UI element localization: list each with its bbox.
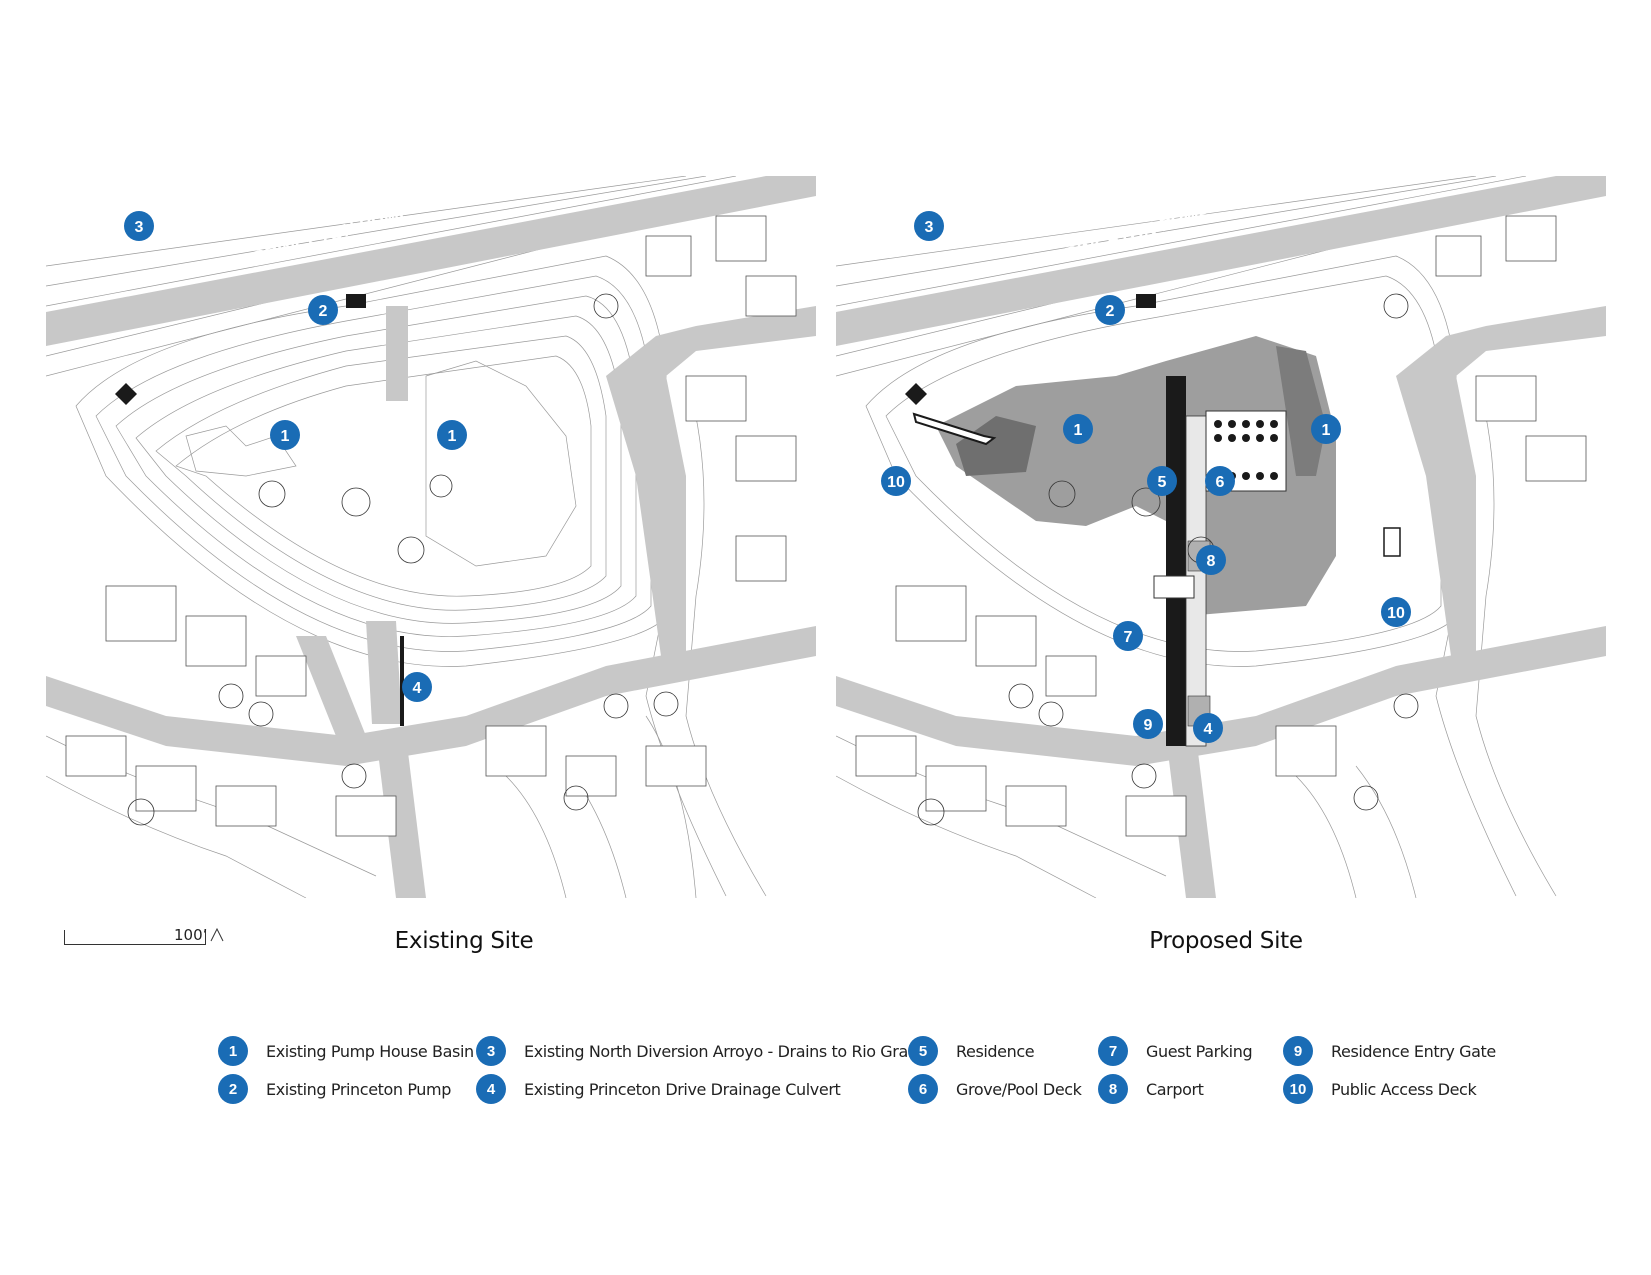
marker-9: 9 (1133, 709, 1163, 739)
svg-text:1: 1 (281, 428, 290, 445)
marker-1-west: 1 (270, 420, 300, 450)
svg-text:4: 4 (413, 680, 422, 697)
structures (115, 294, 404, 726)
svg-text:1: 1 (1074, 422, 1083, 439)
marker-1-east: 1 (1311, 414, 1341, 444)
svg-text:4: 4 (1204, 721, 1213, 738)
roads (836, 306, 1606, 898)
existing-site-plan: PRINCETON PUMP (46, 176, 816, 898)
legend-item-7: 7 Guest Parking (1098, 1035, 1253, 1067)
neighbor-buildings (65, 215, 797, 837)
legend-badge: 8 (1098, 1074, 1128, 1104)
marker-5: 5 (1147, 466, 1177, 496)
svg-text:10: 10 (1387, 605, 1405, 622)
legend-label: Carport (1146, 1079, 1204, 1099)
svg-text:8: 8 (1207, 553, 1216, 570)
existing-site-caption: Existing Site (394, 928, 534, 954)
structures (905, 294, 1401, 557)
proposed-site-caption: Proposed Site (1149, 928, 1303, 954)
legend-badge: 3 (476, 1036, 506, 1066)
arroyo-channel (46, 176, 816, 346)
trees (127, 293, 679, 826)
svg-text:7: 7 (1124, 629, 1133, 646)
proposed-site-plan: PRINCETON PUMP (836, 176, 1606, 898)
north-arrow-icon (210, 928, 224, 942)
svg-text:2: 2 (1106, 303, 1115, 320)
legend-badge: 4 (476, 1074, 506, 1104)
legend-item-3: 3 Existing North Diversion Arroyo - Drai… (476, 1035, 937, 1067)
roads (46, 306, 816, 898)
marker-2: 2 (1095, 295, 1125, 325)
plan-markers-proposed: 3 2 1 1 10 5 6 8 10 7 9 4 (881, 211, 1411, 743)
arroyo-channel (836, 176, 1606, 346)
legend-label: Public Access Deck (1331, 1079, 1477, 1099)
legend-badge: 2 (218, 1074, 248, 1104)
legend-item-1: 1 Existing Pump House Basin (218, 1035, 474, 1067)
scale-label: 100’ (174, 926, 208, 944)
marker-4: 4 (402, 672, 432, 702)
legend-badge: 6 (908, 1074, 938, 1104)
svg-text:3: 3 (925, 219, 934, 236)
proposed-site-drawing: PRINCETON PUMP (836, 176, 1606, 898)
svg-text:6: 6 (1216, 474, 1225, 491)
legend-label: Residence (956, 1041, 1035, 1061)
legend-item-6: 6 Grove/Pool Deck (908, 1073, 1082, 1105)
legend-badge: 10 (1283, 1074, 1313, 1104)
marker-4: 4 (1193, 713, 1223, 743)
legend-item-2: 2 Existing Princeton Pump (218, 1073, 451, 1105)
legend-item-9: 9 Residence Entry Gate (1283, 1035, 1496, 1067)
legend-badge: 9 (1283, 1036, 1313, 1066)
legend-item-10: 10 Public Access Deck (1283, 1073, 1477, 1105)
trees (917, 293, 1419, 826)
neighbor-buildings (855, 215, 1587, 837)
marker-1-west: 1 (1063, 414, 1093, 444)
legend-label: Existing Princeton Pump (266, 1079, 451, 1099)
legend-label: Existing Pump House Basin (266, 1041, 474, 1061)
marker-7: 7 (1113, 621, 1143, 651)
legend-label: Existing Princeton Drive Drainage Culver… (524, 1079, 841, 1099)
marker-8: 8 (1196, 545, 1226, 575)
legend-badge: 7 (1098, 1036, 1128, 1066)
marker-10-west: 10 (881, 466, 911, 496)
legend-item-4: 4 Existing Princeton Drive Drainage Culv… (476, 1073, 841, 1105)
pump-house-basin (936, 336, 1336, 616)
legend-badge: 5 (908, 1036, 938, 1066)
marker-10-east: 10 (1381, 597, 1411, 627)
legend-label: Grove/Pool Deck (956, 1079, 1082, 1099)
basin-east-deep-area (1276, 346, 1326, 476)
svg-text:5: 5 (1158, 474, 1167, 491)
marker-1-east: 1 (437, 420, 467, 450)
legend-badge: 1 (218, 1036, 248, 1066)
scale-bar (64, 930, 206, 945)
legend-label: Existing North Diversion Arroyo - Drains… (524, 1041, 937, 1061)
svg-text:3: 3 (135, 219, 144, 236)
legend-label: Guest Parking (1146, 1041, 1253, 1061)
existing-site-drawing: PRINCETON PUMP (46, 176, 816, 898)
legend-item-5: 5 Residence (908, 1035, 1035, 1067)
marker-2: 2 (308, 295, 338, 325)
svg-text:10: 10 (887, 474, 905, 491)
svg-text:1: 1 (448, 428, 457, 445)
marker-3: 3 (914, 211, 944, 241)
legend-label: Residence Entry Gate (1331, 1041, 1496, 1061)
svg-text:1: 1 (1322, 422, 1331, 439)
svg-text:9: 9 (1144, 717, 1153, 734)
svg-text:2: 2 (319, 303, 328, 320)
legend-item-8: 8 Carport (1098, 1073, 1204, 1105)
marker-3: 3 (124, 211, 154, 241)
grove-trees (1214, 420, 1278, 480)
marker-6: 6 (1205, 466, 1235, 496)
plan-markers-existing: 3 2 1 1 4 (124, 211, 467, 702)
basin-deep-area (956, 416, 1036, 476)
